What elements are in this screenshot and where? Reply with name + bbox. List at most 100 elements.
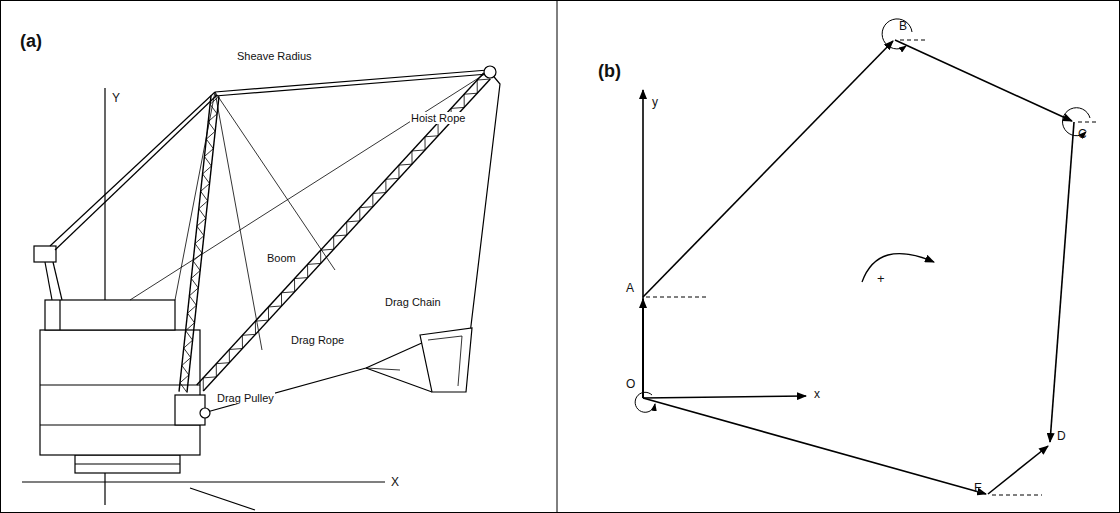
lattice-member <box>216 364 217 377</box>
lattice-member <box>195 244 202 254</box>
lattice-member <box>186 323 195 331</box>
lattice-member <box>187 305 196 313</box>
lattice-member <box>203 376 216 378</box>
part-label: x <box>814 388 820 401</box>
lattice-member <box>184 340 193 348</box>
lattice-member <box>399 164 412 166</box>
lattice-member <box>182 358 191 366</box>
lattice-member <box>195 236 204 244</box>
lattice-member <box>321 249 334 251</box>
lattice-member <box>206 131 215 139</box>
lattice-member <box>191 271 200 279</box>
lattice-member <box>307 264 308 277</box>
lattice-member <box>320 250 321 263</box>
lattice-member <box>386 178 399 180</box>
lattice-member <box>255 321 256 334</box>
part-label: Boom <box>266 252 297 264</box>
part-label: A <box>626 282 634 295</box>
lattice-member <box>182 365 189 375</box>
part-label: B <box>899 20 907 33</box>
lattice-member <box>281 291 294 293</box>
lattice-member <box>203 79 490 391</box>
lattice-member <box>208 114 217 122</box>
lattice-member <box>464 93 477 95</box>
part-label: y <box>652 96 658 109</box>
lattice-member <box>438 123 439 136</box>
lattice-member <box>385 179 386 192</box>
lattice-member <box>477 79 490 81</box>
lattice-member <box>210 96 219 104</box>
part-label: + <box>877 272 885 286</box>
lattice-member <box>255 320 268 322</box>
part-label: Y <box>111 92 121 105</box>
part-label: Drag Chain <box>384 296 442 308</box>
lattice-member <box>295 277 308 279</box>
lattice-member <box>197 73 484 385</box>
lattice-member <box>193 253 202 261</box>
lattice-member <box>216 362 229 364</box>
lattice-member <box>187 96 219 392</box>
lattice-member <box>334 235 347 237</box>
lattice-member <box>242 334 255 336</box>
part-label: O <box>626 378 635 391</box>
lattice-member <box>333 236 334 249</box>
part-label: Drag Rope <box>290 334 345 346</box>
lattice-member <box>197 226 204 236</box>
part-label: C <box>1078 128 1087 141</box>
lattice-member <box>206 139 213 149</box>
lattice-member <box>203 378 204 391</box>
lattice-member <box>180 375 189 383</box>
lattice-member <box>184 348 191 358</box>
lattice-member <box>229 349 230 362</box>
lattice-member <box>360 206 373 208</box>
lattice-member <box>372 193 373 206</box>
part-label: E <box>974 482 982 495</box>
lattice-member <box>204 149 213 157</box>
lattice-member <box>187 313 194 323</box>
lattice-member <box>203 166 212 174</box>
panel-label: (b) <box>598 62 621 82</box>
lattice-member <box>451 107 464 109</box>
lattice-member <box>189 296 196 306</box>
lattice-member <box>189 288 198 296</box>
lattice-member <box>186 331 193 341</box>
lattice-member <box>180 383 187 393</box>
lattice-member <box>197 218 206 226</box>
lattice-member <box>346 222 347 235</box>
lattice-member <box>242 335 243 348</box>
lattice-member <box>464 94 465 107</box>
lattice-member <box>201 183 210 191</box>
lattice-member <box>308 263 321 265</box>
lattice-member <box>294 279 295 292</box>
lattice-member <box>208 122 215 132</box>
lattice-member <box>193 261 200 271</box>
lattice-member <box>425 135 438 137</box>
lattice-member <box>199 209 206 219</box>
panel-label: (a) <box>20 32 42 52</box>
lattice-member <box>477 80 478 93</box>
lattice-member <box>359 208 360 221</box>
lattice-member <box>179 96 211 392</box>
lattice-member <box>204 157 211 167</box>
lattice-member <box>210 104 217 114</box>
lattice-member <box>347 220 360 222</box>
lattice-member <box>411 151 412 164</box>
lattice-member <box>268 307 269 320</box>
lattice-member <box>281 293 282 306</box>
lattice-member <box>373 192 386 194</box>
lattice-member <box>229 348 242 350</box>
part-label: Hoist Rope <box>410 112 466 124</box>
part-label: D <box>1057 430 1066 443</box>
lattice-member <box>412 149 425 151</box>
lattice-member <box>203 174 210 184</box>
part-label: Sheave Radius <box>236 50 313 62</box>
part-label: Drag Pulley <box>216 392 275 404</box>
lattice-member <box>201 191 208 201</box>
lattice-member <box>424 137 425 150</box>
lattice-member <box>199 201 208 209</box>
part-label: X <box>390 476 400 489</box>
lattice-member <box>398 165 399 178</box>
lattice-member <box>191 278 198 288</box>
